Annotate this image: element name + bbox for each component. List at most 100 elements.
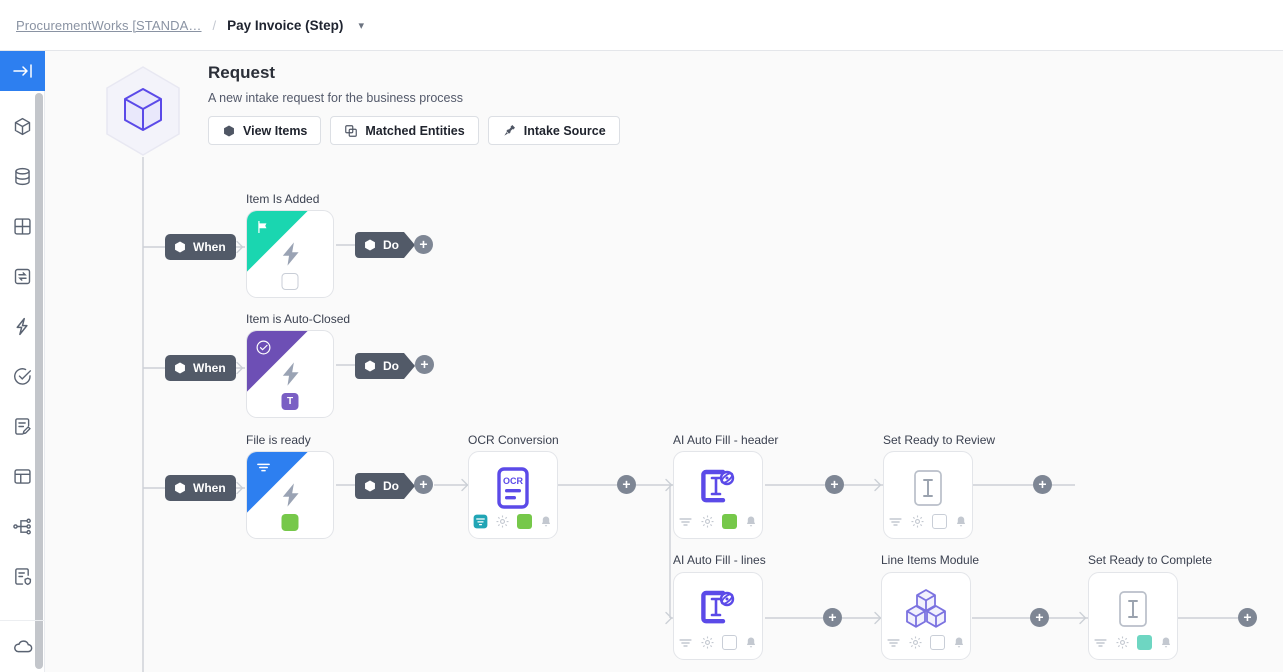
bell-icon[interactable] — [954, 515, 968, 529]
filter-lines-icon — [257, 463, 270, 472]
trigger-node-item-is-auto-closed[interactable]: T — [246, 330, 334, 418]
gear-icon[interactable] — [1115, 635, 1130, 650]
trigger-node-file-is-ready[interactable] — [246, 451, 334, 539]
node-footer-set-ready-complete — [1089, 635, 1177, 650]
gear-icon[interactable] — [910, 514, 925, 529]
chevron-down-icon[interactable]: ▾ — [358, 19, 364, 32]
bell-icon[interactable] — [744, 636, 758, 650]
when-label-2: When — [193, 361, 226, 375]
intake-source-button[interactable]: Intake Source — [487, 116, 620, 145]
gear-icon[interactable] — [495, 514, 510, 529]
workflow-canvas[interactable]: Request A new intake request for the bus… — [45, 51, 1283, 672]
document-edit-icon — [15, 417, 31, 435]
grid-icon — [14, 217, 31, 235]
filter-lines-icon[interactable] — [473, 514, 488, 529]
bell-icon[interactable] — [1159, 636, 1173, 650]
sidebar-expand-toggle[interactable] — [0, 51, 45, 91]
cloud-icon — [13, 639, 32, 652]
action-node-set-ready-to-complete[interactable] — [1088, 572, 1178, 660]
cube-icon — [363, 238, 377, 252]
bell-icon[interactable] — [952, 636, 966, 650]
when-pill-3[interactable]: When — [165, 475, 236, 501]
page-subtitle: A new intake request for the business pr… — [208, 91, 464, 105]
action-node-ocr-conversion[interactable]: OCR — [468, 451, 558, 539]
lightning-bolt-icon — [282, 483, 299, 507]
document-shield-icon — [15, 567, 32, 585]
status-square-green[interactable] — [517, 514, 532, 529]
action-node-ai-auto-fill-header[interactable] — [673, 451, 763, 539]
bell-icon[interactable] — [539, 515, 553, 529]
gear-icon[interactable] — [908, 635, 923, 650]
sidebar-item-forms[interactable] — [0, 401, 45, 451]
add-icon: + — [828, 608, 837, 625]
plug-icon — [504, 125, 515, 136]
text-cursor-icon — [1114, 587, 1152, 631]
status-square-empty[interactable] — [932, 514, 947, 529]
filter-lines-icon[interactable] — [678, 516, 693, 528]
sidebar-item-grid[interactable] — [0, 201, 45, 251]
do-pill-2[interactable]: Do — [355, 353, 415, 379]
sidebar-item-layout[interactable] — [0, 451, 45, 501]
filter-lines-icon[interactable] — [1093, 637, 1108, 649]
status-square-empty[interactable] — [722, 635, 737, 650]
node-label-item-is-added: Item Is Added — [246, 192, 320, 206]
sidebar-item-objects[interactable] — [0, 101, 45, 151]
action-node-line-items-module[interactable] — [881, 572, 971, 660]
stacked-cubes-icon — [903, 587, 949, 631]
when-pill-1[interactable]: When — [165, 234, 236, 260]
breadcrumb-parent-link[interactable]: ProcurementWorks [STANDA… — [16, 17, 202, 33]
do-pill-1[interactable]: Do — [355, 232, 415, 258]
status-square-teal[interactable] — [1137, 635, 1152, 650]
status-square-empty[interactable] — [930, 635, 945, 650]
add-step-button-after-ocr[interactable]: + — [617, 475, 636, 494]
do-pill-3[interactable]: Do — [355, 473, 415, 499]
trigger-badge-1[interactable] — [281, 273, 299, 290]
add-step-button-after-line-items[interactable]: + — [1030, 608, 1049, 627]
do-label-3: Do — [383, 479, 399, 493]
node-label-set-ready-to-review: Set Ready to Review — [883, 433, 996, 447]
add-step-button-1[interactable]: + — [414, 235, 433, 254]
top-breadcrumb-bar: ProcurementWorks [STANDA… / Pay Invoice … — [0, 0, 1283, 51]
view-items-button[interactable]: View Items — [208, 116, 322, 145]
trigger-badge-2[interactable]: T — [281, 393, 299, 410]
add-step-button-after-ai-lines[interactable]: + — [823, 608, 842, 627]
sidebar-item-workflow[interactable] — [0, 501, 45, 551]
sidebar-item-cloud[interactable] — [0, 620, 45, 672]
add-icon: + — [420, 355, 429, 372]
cube-icon — [363, 479, 377, 493]
bell-icon[interactable] — [744, 515, 758, 529]
view-items-label: View Items — [243, 123, 308, 138]
add-step-button-after-ai-header[interactable]: + — [825, 475, 844, 494]
breadcrumb-current: Pay Invoice (Step) — [227, 17, 344, 33]
sidebar-item-database[interactable] — [0, 151, 45, 201]
add-step-button-2[interactable]: + — [415, 355, 434, 374]
gear-icon[interactable] — [700, 514, 715, 529]
trigger-badge-3[interactable] — [281, 514, 299, 531]
when-pill-2[interactable]: When — [165, 355, 236, 381]
sidebar-item-policies[interactable] — [0, 551, 45, 601]
header-button-row: View Items Matched Entities Intake Sourc… — [208, 116, 620, 145]
filter-lines-icon[interactable] — [678, 637, 693, 649]
cube-icon — [175, 482, 185, 494]
ai-autofill-icon — [697, 466, 739, 510]
gear-icon[interactable] — [700, 635, 715, 650]
action-node-set-ready-to-review[interactable] — [883, 451, 973, 539]
when-label-3: When — [193, 481, 226, 495]
trigger-node-item-is-added[interactable] — [246, 210, 334, 298]
filter-lines-icon[interactable] — [888, 516, 903, 528]
do-label-2: Do — [383, 359, 399, 373]
left-icon-rail — [0, 51, 45, 672]
action-node-ai-auto-fill-lines[interactable] — [673, 572, 763, 660]
sidebar-item-transfer[interactable] — [0, 251, 45, 301]
add-step-button-after-set-ready-review[interactable]: + — [1033, 475, 1052, 494]
sidebar-item-automation[interactable] — [0, 301, 45, 351]
sidebar-item-tasks[interactable] — [0, 351, 45, 401]
filter-lines-icon[interactable] — [886, 637, 901, 649]
rail-scrollbar[interactable] — [35, 93, 43, 669]
matched-entities-button[interactable]: Matched Entities — [330, 116, 479, 145]
status-square-green[interactable] — [722, 514, 737, 529]
add-step-button-after-set-ready-complete[interactable]: + — [1238, 608, 1257, 627]
node-footer-ocr — [469, 514, 557, 529]
add-step-button-3[interactable]: + — [414, 475, 433, 494]
intake-source-label: Intake Source — [523, 123, 606, 138]
